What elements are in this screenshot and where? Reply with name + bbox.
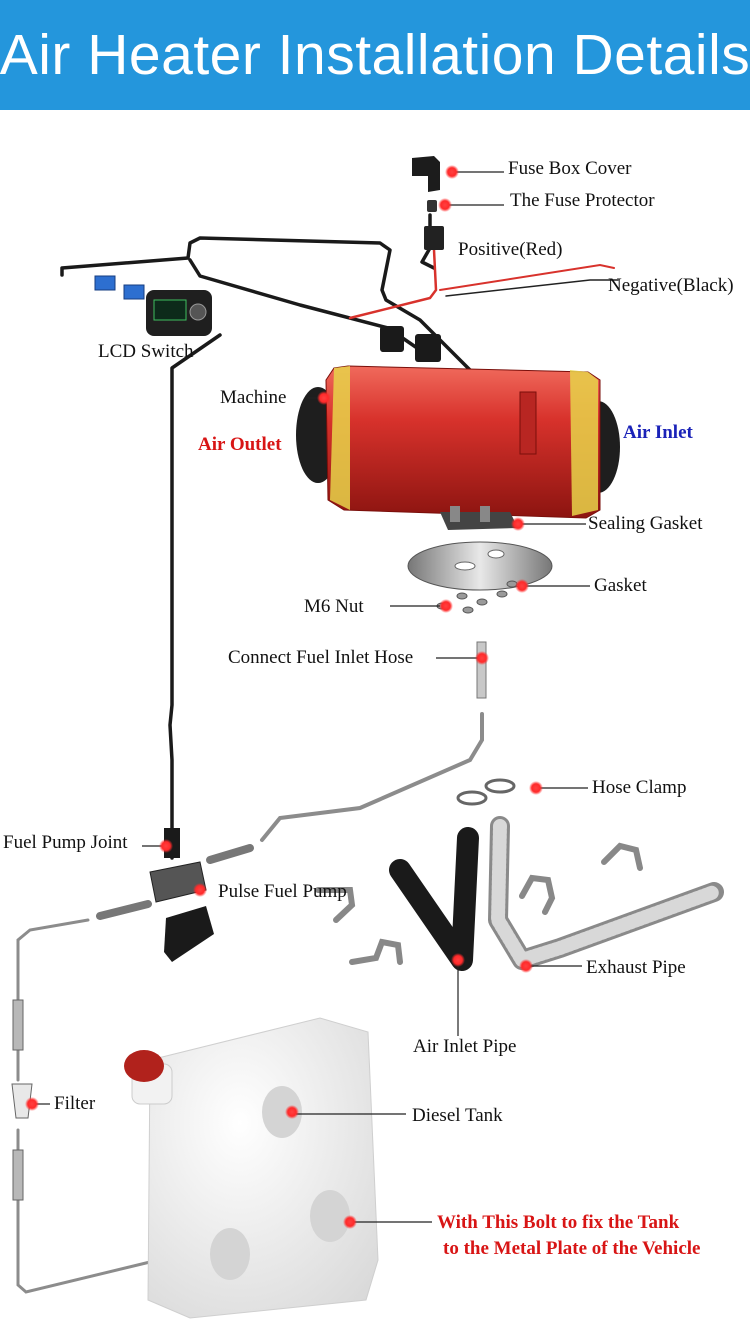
connector-blue-2 <box>123 284 145 300</box>
dot-diesel-tank <box>285 1105 299 1119</box>
dot-machine <box>317 391 331 405</box>
fuel-pump-assembly <box>96 828 254 962</box>
heater-machine <box>296 365 620 519</box>
fuse-connector <box>424 226 444 250</box>
fuel-lines <box>16 918 152 1294</box>
label-pulse-fuel-pump: Pulse Fuel Pump <box>218 881 347 902</box>
dot-fuse-box-cover <box>445 165 459 179</box>
label-fuse-protector: The Fuse Protector <box>510 190 655 211</box>
lcd-switch-device <box>146 290 212 336</box>
dot-filter <box>25 1097 39 1111</box>
label-bolt-line-1: With This Bolt to fix the Tank <box>437 1212 680 1233</box>
fuel-inlet-hose <box>260 641 487 842</box>
harness-plug-2 <box>415 334 441 362</box>
label-hose-clamp: Hose Clamp <box>592 777 687 798</box>
label-sealing-gasket: Sealing Gasket <box>588 513 703 534</box>
fuse-protector <box>427 200 437 212</box>
dot-pulse-fuel-pump <box>193 883 207 897</box>
label-fuel-pump-joint: Fuel Pump Joint <box>3 832 128 853</box>
label-fuse-box-cover: Fuse Box Cover <box>508 158 632 179</box>
air-inlet-pipe-part <box>389 827 479 971</box>
diesel-tank-part <box>124 1017 379 1319</box>
label-positive: Positive(Red) <box>458 239 563 260</box>
label-m6-nut: M6 Nut <box>304 596 364 617</box>
label-air-outlet: Air Outlet <box>198 434 282 455</box>
page-title: Air Heater Installation Details <box>0 23 750 87</box>
dot-bolt <box>343 1215 357 1229</box>
marker-dots <box>25 165 543 1229</box>
label-machine: Machine <box>220 387 287 408</box>
wiring-harness <box>60 213 472 860</box>
dot-exhaust-pipe <box>519 959 533 973</box>
gasket-plate <box>407 541 553 591</box>
filter-part <box>11 1083 33 1119</box>
hose-clamps <box>456 778 516 806</box>
fuse-box-cover <box>412 156 440 192</box>
label-filter: Filter <box>54 1093 96 1114</box>
connector-blue-1 <box>94 275 116 291</box>
pipe-clips <box>315 842 643 965</box>
dot-fuel-inlet-hose <box>475 651 489 665</box>
exhaust-pipe-part <box>488 816 724 970</box>
dot-gasket <box>515 579 529 593</box>
label-gasket: Gasket <box>594 575 647 596</box>
label-air-inlet-pipe: Air Inlet Pipe <box>413 1036 517 1057</box>
leader-lines <box>36 171 590 1223</box>
harness-plug-1 <box>380 326 404 352</box>
dot-fuel-pump-joint <box>159 839 173 853</box>
label-bolt-line-2: to the Metal Plate of the Vehicle <box>443 1238 701 1259</box>
header-banner: Air Heater Installation Details <box>0 0 750 110</box>
dot-hose-clamp <box>529 781 543 795</box>
dot-sealing-gasket <box>511 517 525 531</box>
label-diesel-tank: Diesel Tank <box>412 1105 503 1126</box>
sealing-gasket-part <box>440 506 518 530</box>
power-leads <box>348 248 619 320</box>
dot-air-inlet-pipe <box>451 953 465 967</box>
dot-m6-nut <box>439 599 453 613</box>
label-fuel-inlet-hose: Connect Fuel Inlet Hose <box>228 647 414 668</box>
fuel-line-fittings <box>12 999 24 1201</box>
label-air-inlet: Air Inlet <box>623 422 693 443</box>
label-exhaust-pipe: Exhaust Pipe <box>586 957 686 978</box>
dot-fuse-protector <box>438 198 452 212</box>
label-negative: Negative(Black) <box>608 275 734 296</box>
label-lcd-switch: LCD Switch <box>98 341 194 362</box>
